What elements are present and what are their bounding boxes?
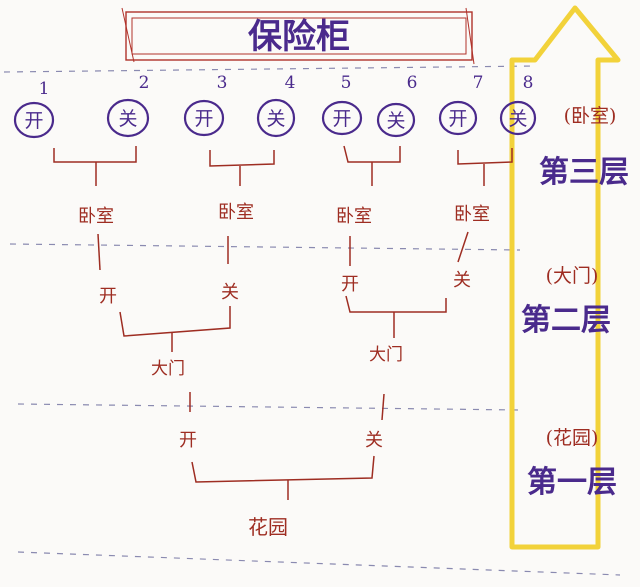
- side-note-door: (大门): [546, 265, 599, 287]
- cell-circle: [106, 98, 150, 138]
- cell-circle: [376, 102, 416, 138]
- page-title: 保险柜: [248, 17, 350, 57]
- cell-number: 1: [39, 79, 50, 99]
- level1-bracket: [191, 455, 375, 500]
- side-note-bedroom: (卧室): [564, 105, 617, 127]
- cell-circle: [438, 100, 478, 136]
- cell-label-close: 关: [266, 108, 285, 130]
- cell-number: 3: [217, 73, 228, 93]
- separator-bottom: [17, 551, 621, 576]
- connector: [97, 233, 101, 271]
- cell-circle: [13, 101, 55, 139]
- floor-label-first: 第一层: [527, 465, 617, 500]
- level-separators: [3, 65, 621, 576]
- cell-number: 2: [139, 73, 150, 93]
- cell-numbers: 1 2 3 4 5 6 7 8: [39, 73, 534, 99]
- cell-number: 5: [341, 73, 352, 93]
- bedroom-label: 卧室: [218, 202, 254, 223]
- level1-switches: 开 关: [179, 430, 383, 451]
- floor-label-third: 第三层: [539, 155, 629, 190]
- bracket: [457, 148, 513, 165]
- level2-labels: 大门 大门: [151, 345, 403, 379]
- cell-label-open: 开: [24, 110, 43, 132]
- cell-circle: [499, 100, 537, 136]
- switch-open: 开: [179, 430, 197, 451]
- bracket: [209, 150, 275, 167]
- bracket: [53, 146, 137, 163]
- garden-label: 花园: [248, 515, 288, 539]
- floor-annotations: (卧室) 第三层 (大门) 第二层 (花园) 第一层: [521, 105, 629, 500]
- level2-brackets: [119, 295, 447, 352]
- side-note-garden: (花园): [546, 427, 599, 449]
- separator-level2: [17, 403, 521, 411]
- cell-label-open: 开: [332, 108, 351, 130]
- cell-number: 4: [285, 73, 296, 93]
- bedroom-label: 卧室: [78, 206, 114, 227]
- cell-label-close: 关: [508, 108, 527, 130]
- bracket: [191, 455, 375, 483]
- cell-circle: [183, 99, 225, 137]
- switch-close: 关: [453, 270, 471, 291]
- switch-close: 关: [365, 430, 383, 451]
- main-door-label: 大门: [151, 359, 185, 379]
- title-frame-stroke: [465, 7, 475, 65]
- switch-open: 开: [341, 274, 359, 295]
- cell-label-open: 开: [448, 108, 467, 130]
- title-frame-inner: [131, 17, 467, 55]
- title-banner: 保险柜: [121, 7, 475, 65]
- main-door-label: 大门: [369, 345, 403, 365]
- cell-circle: [321, 100, 363, 136]
- level3-brackets: [53, 145, 513, 186]
- cell-circles: [13, 98, 537, 139]
- cell-labels: 开 关 开 关 开 关 开 关: [24, 108, 527, 132]
- level3-to-level2-lines: [97, 231, 469, 271]
- cell-label-close: 关: [386, 110, 405, 132]
- cell-number: 6: [407, 73, 418, 93]
- level2-switches: 开 关 开 关: [99, 270, 471, 307]
- separator-level3: [9, 243, 521, 251]
- title-frame-stroke: [121, 7, 135, 63]
- bracket: [345, 295, 447, 313]
- cell-label-close: 关: [118, 108, 137, 130]
- upward-arrow: [509, 5, 621, 550]
- connector: [381, 393, 385, 421]
- connector: [457, 231, 469, 263]
- bracket: [119, 306, 231, 337]
- separator-top: [3, 65, 536, 73]
- cell-number: 7: [473, 73, 484, 93]
- bracket: [343, 145, 401, 163]
- bedroom-label: 卧室: [336, 206, 372, 227]
- level2-to-level1-lines: [189, 392, 385, 421]
- title-frame-outer: [125, 11, 473, 61]
- bedroom-label: 卧室: [454, 204, 490, 225]
- cell-number: 8: [523, 73, 534, 93]
- cell-label-open: 开: [194, 108, 213, 130]
- switch-open: 开: [99, 286, 117, 307]
- switch-close: 关: [221, 282, 239, 303]
- level3-labels: 卧室 卧室 卧室 卧室: [78, 202, 490, 227]
- floor-label-second: 第二层: [521, 303, 611, 338]
- cell-circle: [256, 98, 296, 138]
